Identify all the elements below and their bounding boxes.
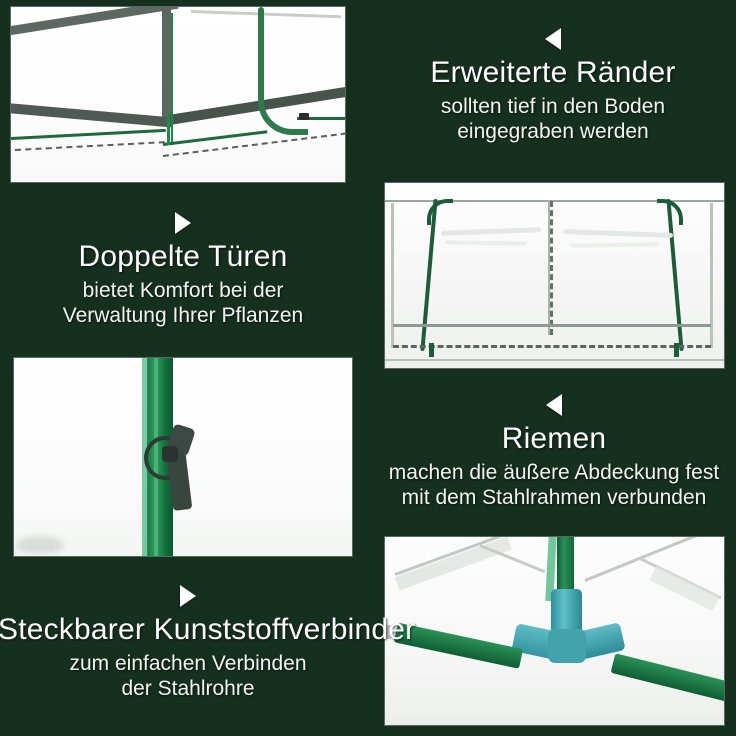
feature-subtext-line: zum einfachen Verbinden: [69, 651, 307, 675]
plastic-connector-photo: [385, 537, 724, 725]
greenhouse-corner-photo: [11, 7, 345, 182]
triangle-right-icon: [175, 212, 191, 234]
triangle-left-icon: [546, 394, 562, 416]
feature-headline: Steckbarer Kunststoffverbinder: [0, 613, 416, 646]
feature-subtext-line: bietet Komfort bei der: [82, 278, 284, 302]
strap-knot-photo: [14, 358, 352, 556]
feature-block-extended-edges: Erweiterte Ränder sollten tief in den Bo…: [372, 28, 734, 145]
feature-subtext-line: Verwaltung Ihrer Pflanzen: [62, 304, 304, 328]
feature-subtext-line: der Stahlrohre: [121, 677, 255, 701]
feature-subtext-line: eingegraben werden: [457, 120, 649, 144]
feature-subtext: machen die äußere Abdeckung fest mit dem…: [372, 460, 736, 511]
feature-subtext-line: sollten tief in den Boden: [440, 94, 666, 118]
feature-block-plastic-connector: Steckbarer Kunststoffverbinder zum einfa…: [0, 585, 416, 702]
feature-block-straps: Riemen machen die äußere Abdeckung fest …: [372, 394, 736, 511]
feature-subtext-line: mit dem Stahlrahmen verbunden: [401, 486, 707, 510]
tunnel-greenhouse-photo: [385, 183, 724, 368]
plastic-connector-artwork: [385, 537, 724, 725]
feature-headline: Erweiterte Ränder: [430, 56, 676, 89]
feature-subtext-line: machen die äußere Abdeckung fest: [388, 460, 720, 484]
feature-subtext: bietet Komfort bei der Verwaltung Ihrer …: [8, 278, 358, 329]
strap-knot-artwork: [14, 358, 352, 556]
feature-subtext: sollten tief in den Boden eingegraben we…: [372, 94, 734, 145]
triangle-left-icon: [545, 28, 561, 50]
triangle-right-icon: [180, 585, 196, 607]
feature-subtext: zum einfachen Verbinden der Stahlrohre: [0, 651, 378, 702]
feature-headline: Doppelte Türen: [78, 240, 288, 273]
feature-block-double-doors: Doppelte Türen bietet Komfort bei der Ve…: [8, 212, 358, 329]
feature-headline: Riemen: [501, 422, 607, 455]
tunnel-greenhouse-artwork: [385, 183, 724, 368]
greenhouse-corner-artwork: [11, 7, 345, 182]
